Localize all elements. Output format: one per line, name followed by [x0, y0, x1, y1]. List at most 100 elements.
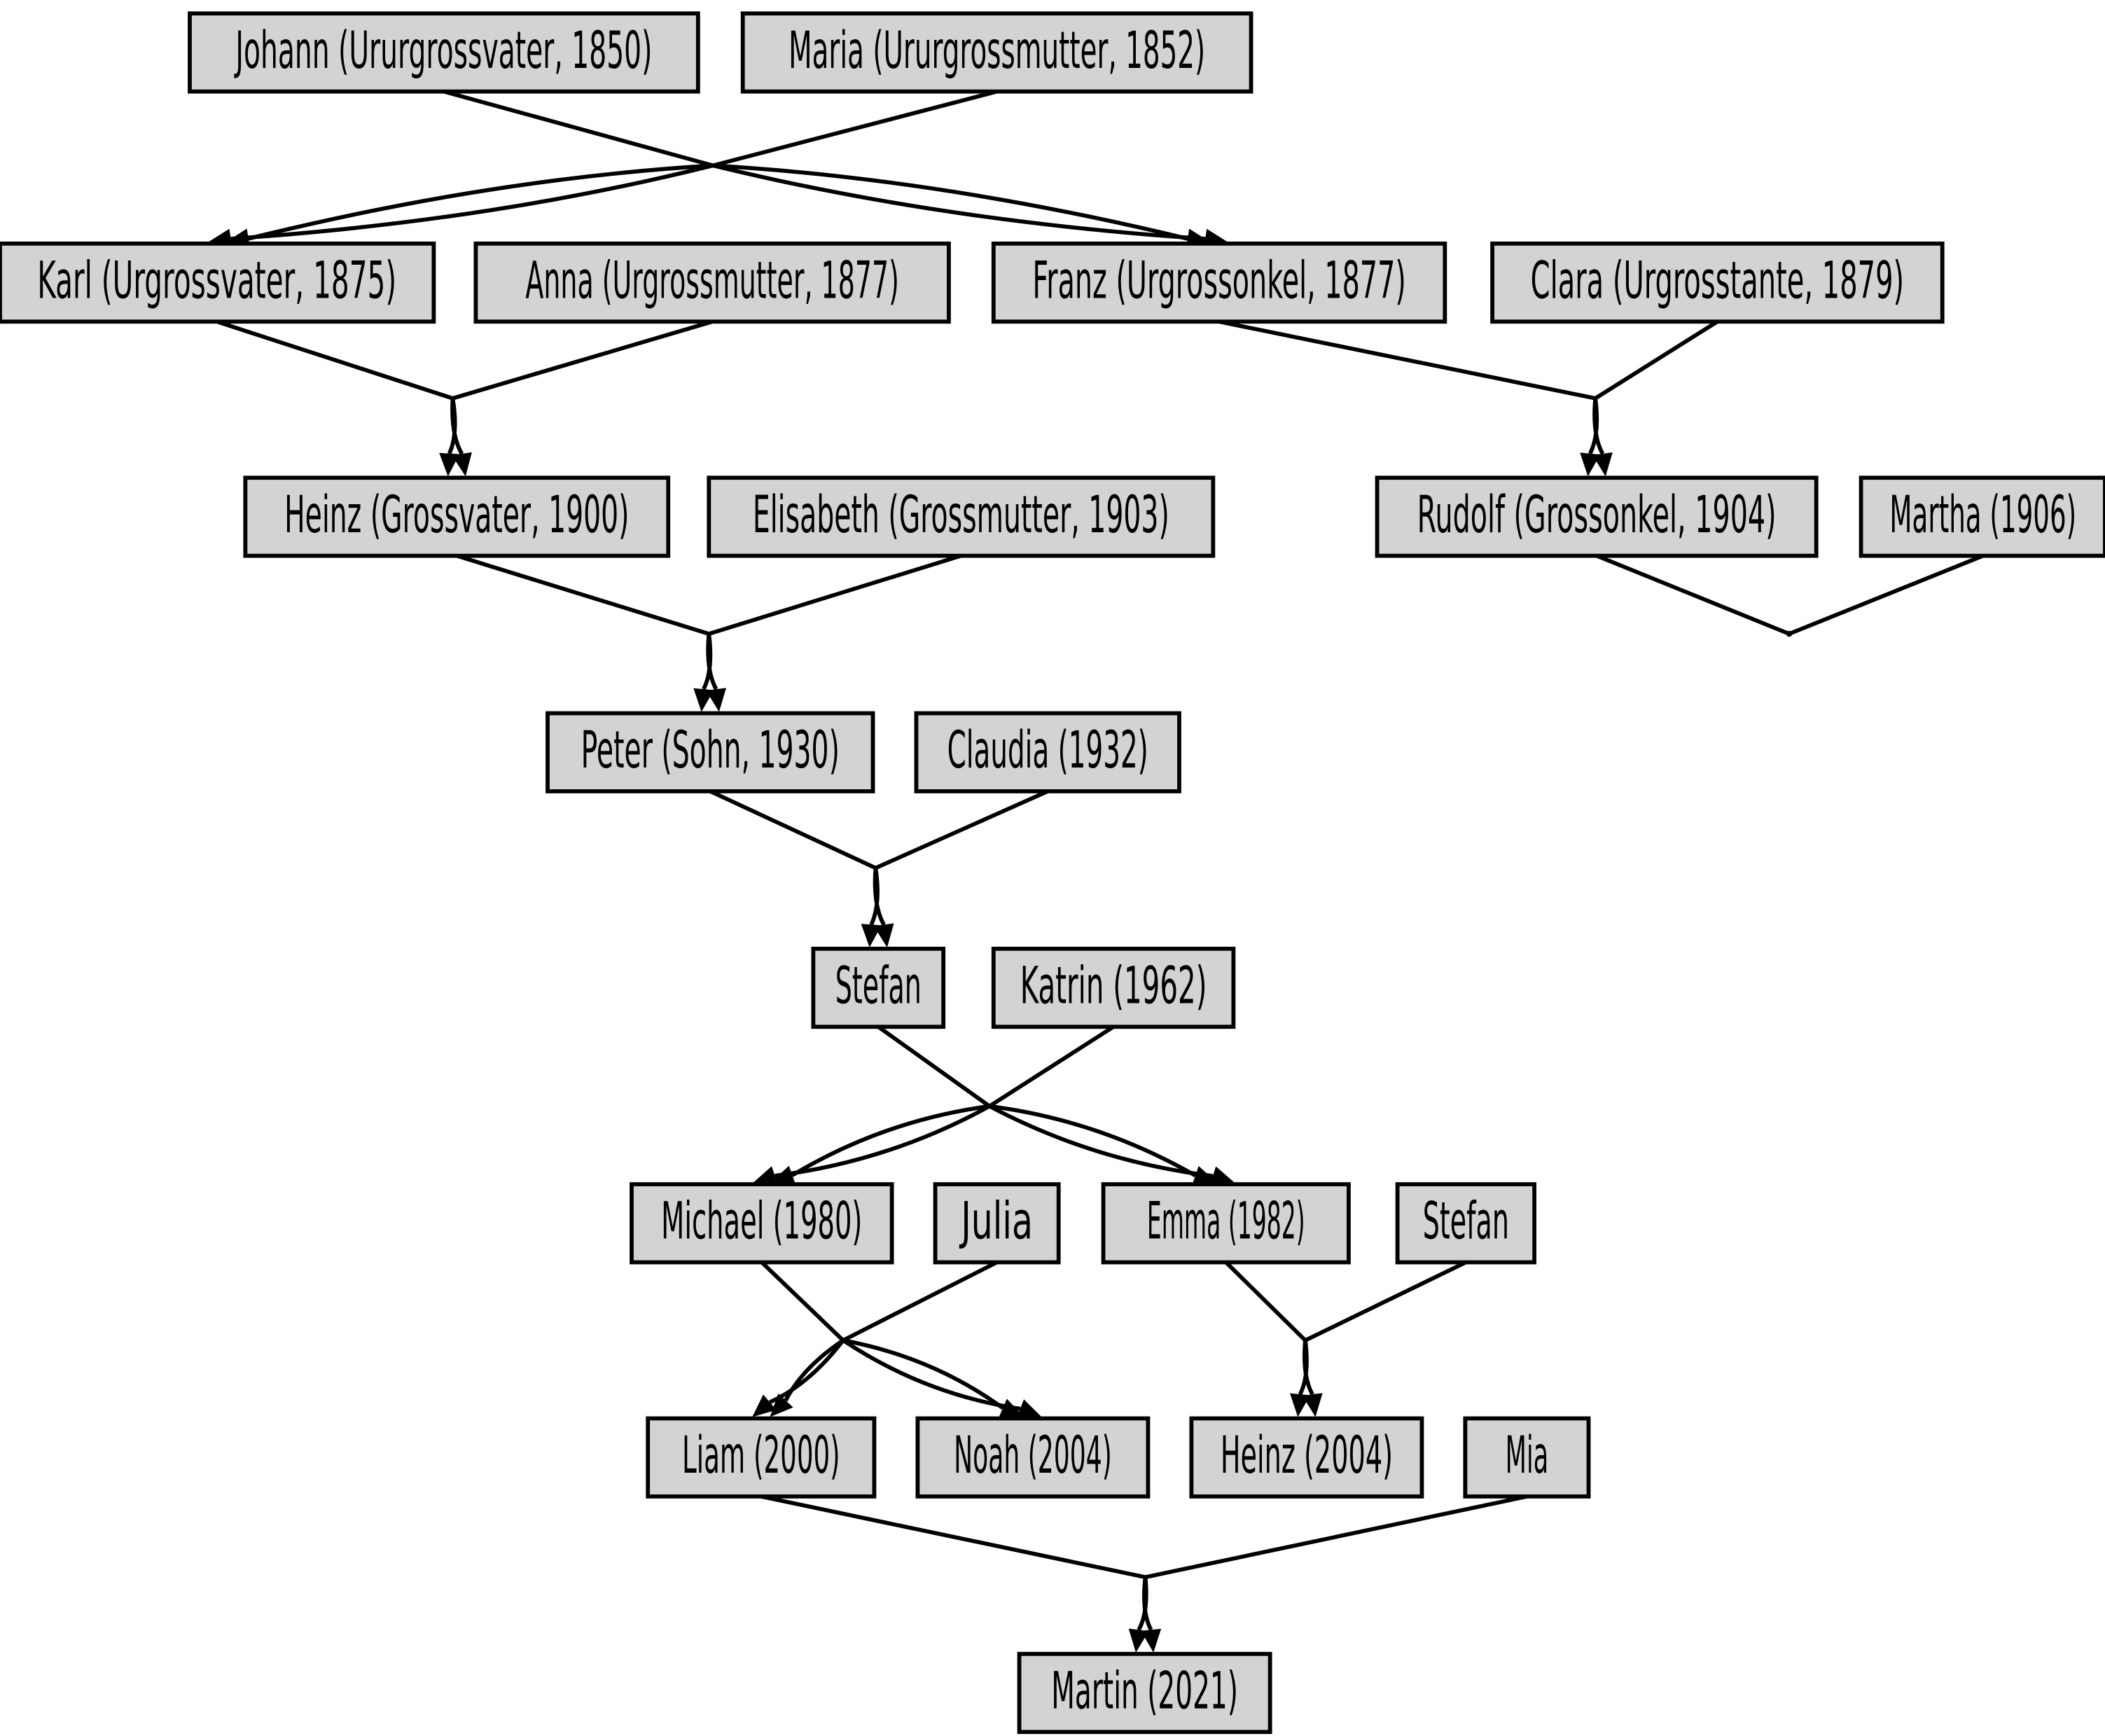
person-node[interactable]: Michael (1980) — [630, 1182, 894, 1265]
person-node-box[interactable] — [1375, 475, 1819, 558]
edge-arrowhead — [873, 923, 894, 947]
person-node-box[interactable] — [188, 11, 700, 94]
edge-arrowhead — [1141, 1628, 1162, 1653]
person-node[interactable]: Emma (1982) — [1101, 1182, 1351, 1265]
parent-edge — [875, 789, 1049, 870]
person-node-box[interactable] — [991, 241, 1447, 324]
child-edge — [791, 1104, 990, 1177]
person-node-box[interactable] — [646, 1416, 877, 1499]
person-node[interactable]: Clara (Urgrosstante, 1879) — [1490, 241, 1945, 324]
parent-edge — [456, 553, 710, 636]
person-node-label: Peter (Sohn, 1930) — [581, 721, 840, 780]
person-node-box[interactable] — [914, 711, 1181, 793]
child-edge — [1142, 1576, 1153, 1631]
person-node-box[interactable] — [1463, 1416, 1591, 1499]
person-node-box[interactable] — [991, 946, 1236, 1029]
person-node-label: Heinz (2004) — [1221, 1426, 1393, 1485]
person-node-label: Martha (1906) — [1889, 485, 2076, 545]
parent-edge — [877, 1025, 991, 1108]
person-node-label: Johann (Ururgrossvater, 1850) — [234, 21, 652, 81]
person-node[interactable]: Martha (1906) — [1859, 475, 2105, 558]
parent-edge — [216, 319, 454, 401]
parent-edge — [709, 789, 877, 870]
person-node-box[interactable] — [1101, 1182, 1351, 1265]
person-node-box[interactable] — [243, 475, 671, 558]
person-node[interactable]: Noah (2004) — [915, 1416, 1151, 1499]
person-node-box[interactable] — [1395, 1182, 1537, 1265]
person-node-box[interactable] — [546, 711, 875, 793]
child-edge — [712, 163, 1206, 241]
edge-arrowhead — [753, 1166, 779, 1186]
child-edge — [842, 1338, 1004, 1410]
person-node[interactable]: Franz (Urgrossonkel, 1877) — [991, 241, 1447, 324]
person-node[interactable]: Claudia (1932) — [914, 711, 1181, 793]
person-node-box[interactable] — [915, 1416, 1151, 1499]
person-node-box[interactable] — [1017, 1651, 1272, 1735]
edge-arrowhead — [770, 1165, 796, 1185]
person-node-box[interactable] — [811, 946, 946, 1029]
person-node-label: Franz (Urgrossonkel, 1877) — [1032, 251, 1405, 311]
person-node-box[interactable] — [1490, 241, 1945, 324]
parent-edge — [1594, 319, 1718, 401]
parent-edge — [1304, 1260, 1467, 1342]
person-node[interactable]: Elisabeth (Grossmutter, 1903) — [707, 475, 1216, 558]
person-node-label: Noah (2004) — [954, 1426, 1112, 1485]
parent-edge — [1218, 319, 1596, 401]
person-node[interactable]: Stefan — [811, 946, 946, 1029]
person-node-label: Claudia (1932) — [947, 721, 1148, 780]
person-node-box[interactable] — [933, 1182, 1061, 1265]
nodes-layer: Johann (Ururgrossvater, 1850) Maria (Urur… — [0, 11, 2105, 1735]
person-node[interactable]: Julia — [933, 1182, 1061, 1265]
edge-arrowhead — [706, 688, 727, 712]
child-edge — [784, 1338, 845, 1402]
person-node[interactable]: Martin (2021) — [1017, 1651, 1272, 1735]
child-edge — [873, 868, 886, 926]
child-edge — [248, 163, 714, 241]
parent-edge — [708, 553, 962, 636]
person-node-box[interactable] — [630, 1182, 894, 1265]
person-node-box[interactable] — [1189, 1416, 1424, 1499]
person-node-label: Katrin (1962) — [1020, 957, 1207, 1016]
person-node[interactable]: Liam (2000) — [646, 1416, 877, 1499]
person-node[interactable]: Karl (Urgrossvater, 1875) — [0, 241, 436, 324]
person-node-box[interactable] — [0, 241, 436, 324]
person-node[interactable]: Mia — [1463, 1416, 1591, 1499]
person-node-box[interactable] — [707, 475, 1216, 558]
person-node[interactable]: Heinz (2004) — [1189, 1416, 1424, 1499]
person-node-label: Julia — [959, 1192, 1033, 1251]
edge-arrowhead — [1016, 1399, 1042, 1419]
edge-arrowhead — [770, 1393, 793, 1417]
child-edge — [989, 1104, 1197, 1178]
person-node[interactable]: Johann (Ururgrossvater, 1850) — [188, 11, 700, 94]
parent-edge — [712, 89, 998, 168]
person-node-box[interactable] — [1859, 475, 2105, 558]
person-node-label: Stefan — [835, 957, 922, 1016]
person-node-label: Martin (2021) — [1051, 1662, 1238, 1721]
person-node-label: Elisabeth (Grossmutter, 1903) — [753, 485, 1169, 545]
person-node-label: Maria (Ururgrossmutter, 1852) — [788, 21, 1205, 81]
parent-edge — [842, 1260, 998, 1342]
child-edge — [706, 633, 718, 690]
person-node-box[interactable] — [473, 241, 951, 324]
edge-junction-dot — [1786, 630, 1793, 637]
person-node[interactable]: Maria (Ururgrossmutter, 1852) — [740, 11, 1253, 94]
child-edge — [1302, 1340, 1314, 1396]
parent-edge — [760, 1494, 1146, 1580]
person-node[interactable]: Heinz (Grossvater, 1900) — [243, 475, 671, 558]
parent-edge — [760, 1261, 845, 1342]
person-node[interactable]: Rudolf (Grossonkel, 1904) — [1375, 475, 1819, 558]
edge-arrowhead — [752, 1394, 777, 1417]
person-node[interactable]: Peter (Sohn, 1930) — [546, 711, 875, 793]
person-node-label: Michael (1980) — [661, 1192, 862, 1251]
person-node-label: Rudolf (Grossonkel, 1904) — [1417, 485, 1777, 545]
parent-edge — [1224, 1261, 1307, 1342]
edge-arrowhead — [452, 452, 472, 477]
parent-edge — [988, 1025, 1115, 1109]
child-edge — [230, 163, 714, 241]
person-node[interactable]: Anna (Urgrossmutter, 1877) — [473, 241, 951, 324]
person-node[interactable]: Katrin (1962) — [991, 946, 1236, 1029]
person-node[interactable]: Stefan — [1395, 1182, 1537, 1265]
person-node-box[interactable] — [740, 11, 1253, 94]
